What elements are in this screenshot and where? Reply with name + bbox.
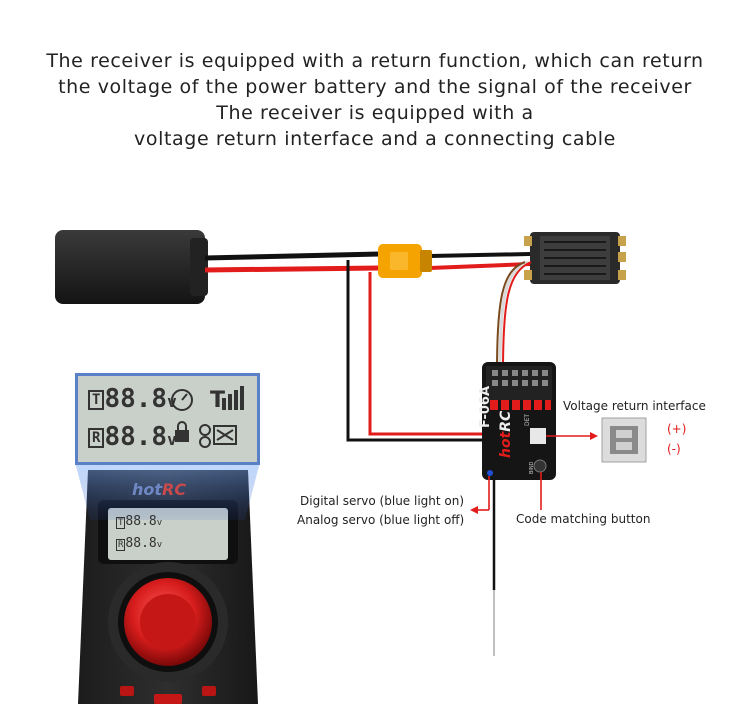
heading-line-2: the voltage of the power battery and the…: [58, 76, 692, 98]
lcd-zoom: [75, 373, 260, 520]
transmitter-logo: hotRC: [132, 480, 186, 499]
receiver-unit: [482, 362, 556, 480]
plus-label: (+): [667, 422, 687, 436]
esc-signal-wire: [498, 260, 529, 373]
rx-unit: v: [167, 430, 177, 449]
tx-unit: v: [167, 392, 177, 411]
receiver-model: F-06A: [478, 385, 493, 428]
heading-line-3: The receiver is equipped with a: [216, 102, 534, 124]
small-rx-unit: v: [156, 540, 163, 550]
digital-servo-label: Digital servo (blue light on): [300, 494, 465, 508]
minus-label: (-): [667, 442, 681, 456]
small-tx-unit: v: [156, 518, 163, 528]
small-rx-voltage: 88.8: [125, 536, 157, 551]
receiver-port-label: DET: [524, 413, 531, 426]
small-tx-marker: T: [116, 517, 126, 529]
heading-line-1: The receiver is equipped with a return f…: [46, 50, 704, 72]
receiver-logo-part-a: hot: [498, 431, 514, 458]
receiver-logo-part-b: RC: [498, 410, 514, 432]
small-rx-marker: R: [116, 539, 126, 551]
annotation-arrows: [470, 432, 598, 514]
signal-t-marker: T: [210, 388, 226, 413]
battery-pack: [55, 230, 208, 304]
battery-leads: [204, 251, 531, 273]
transmitter-body: [78, 470, 258, 704]
tx-marker: T: [88, 389, 105, 410]
tx-voltage: 88.8: [104, 384, 168, 414]
xt60-connector: [378, 244, 432, 278]
code-matching-label: Code matching button: [516, 512, 651, 526]
heading-line-4: voltage return interface and a connectin…: [134, 128, 616, 150]
esc-module: [524, 232, 626, 284]
small-tx-voltage: 88.8: [125, 514, 157, 529]
receiver-bind-label: BIND: [529, 461, 535, 475]
signal-bars-icon: [222, 386, 244, 410]
receiver-logo: hotRC: [498, 411, 514, 458]
analog-servo-label: Analog servo (blue light off): [297, 513, 465, 527]
logo-part-a: hot: [132, 480, 163, 499]
logo-part-b: RC: [162, 480, 187, 499]
voltage-return-label: Voltage return interface: [563, 399, 706, 413]
rx-marker: R: [88, 427, 105, 448]
voltage-return-wires: [346, 260, 530, 442]
rx-voltage: 88.8: [104, 422, 168, 452]
lcd-large-icons: [171, 389, 237, 448]
voltage-return-plug: [601, 417, 647, 463]
